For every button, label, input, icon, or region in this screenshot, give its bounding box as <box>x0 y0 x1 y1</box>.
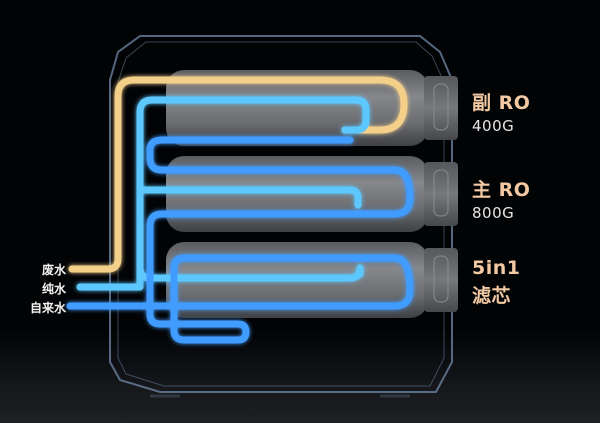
pipe-label-pure-water: 纯水 <box>41 282 66 296</box>
filter-title-secondary-ro: 副 RO <box>472 92 531 114</box>
pipe-tap-water <box>66 136 414 344</box>
filter-title-composite: 5in1 <box>472 257 521 279</box>
housing-frame <box>109 35 453 398</box>
filter-title-main-ro: 主 RO <box>472 179 531 201</box>
pipe-label-tap-water: 自来水 <box>29 301 66 315</box>
filter-subtitle-composite: 滤芯 <box>472 285 512 307</box>
filter-capacity-secondary-ro: 400G <box>472 117 515 135</box>
pipe-pure-water-loop <box>136 196 364 282</box>
pipe-pure-water-mid <box>136 186 362 209</box>
floor-gradient <box>0 330 600 423</box>
pipe-pure-water <box>76 96 370 291</box>
pipe-label-waste-water: 废水 <box>41 263 66 277</box>
filter-capacity-main-ro: 800G <box>472 204 515 222</box>
pipe-waste-water <box>68 76 408 273</box>
